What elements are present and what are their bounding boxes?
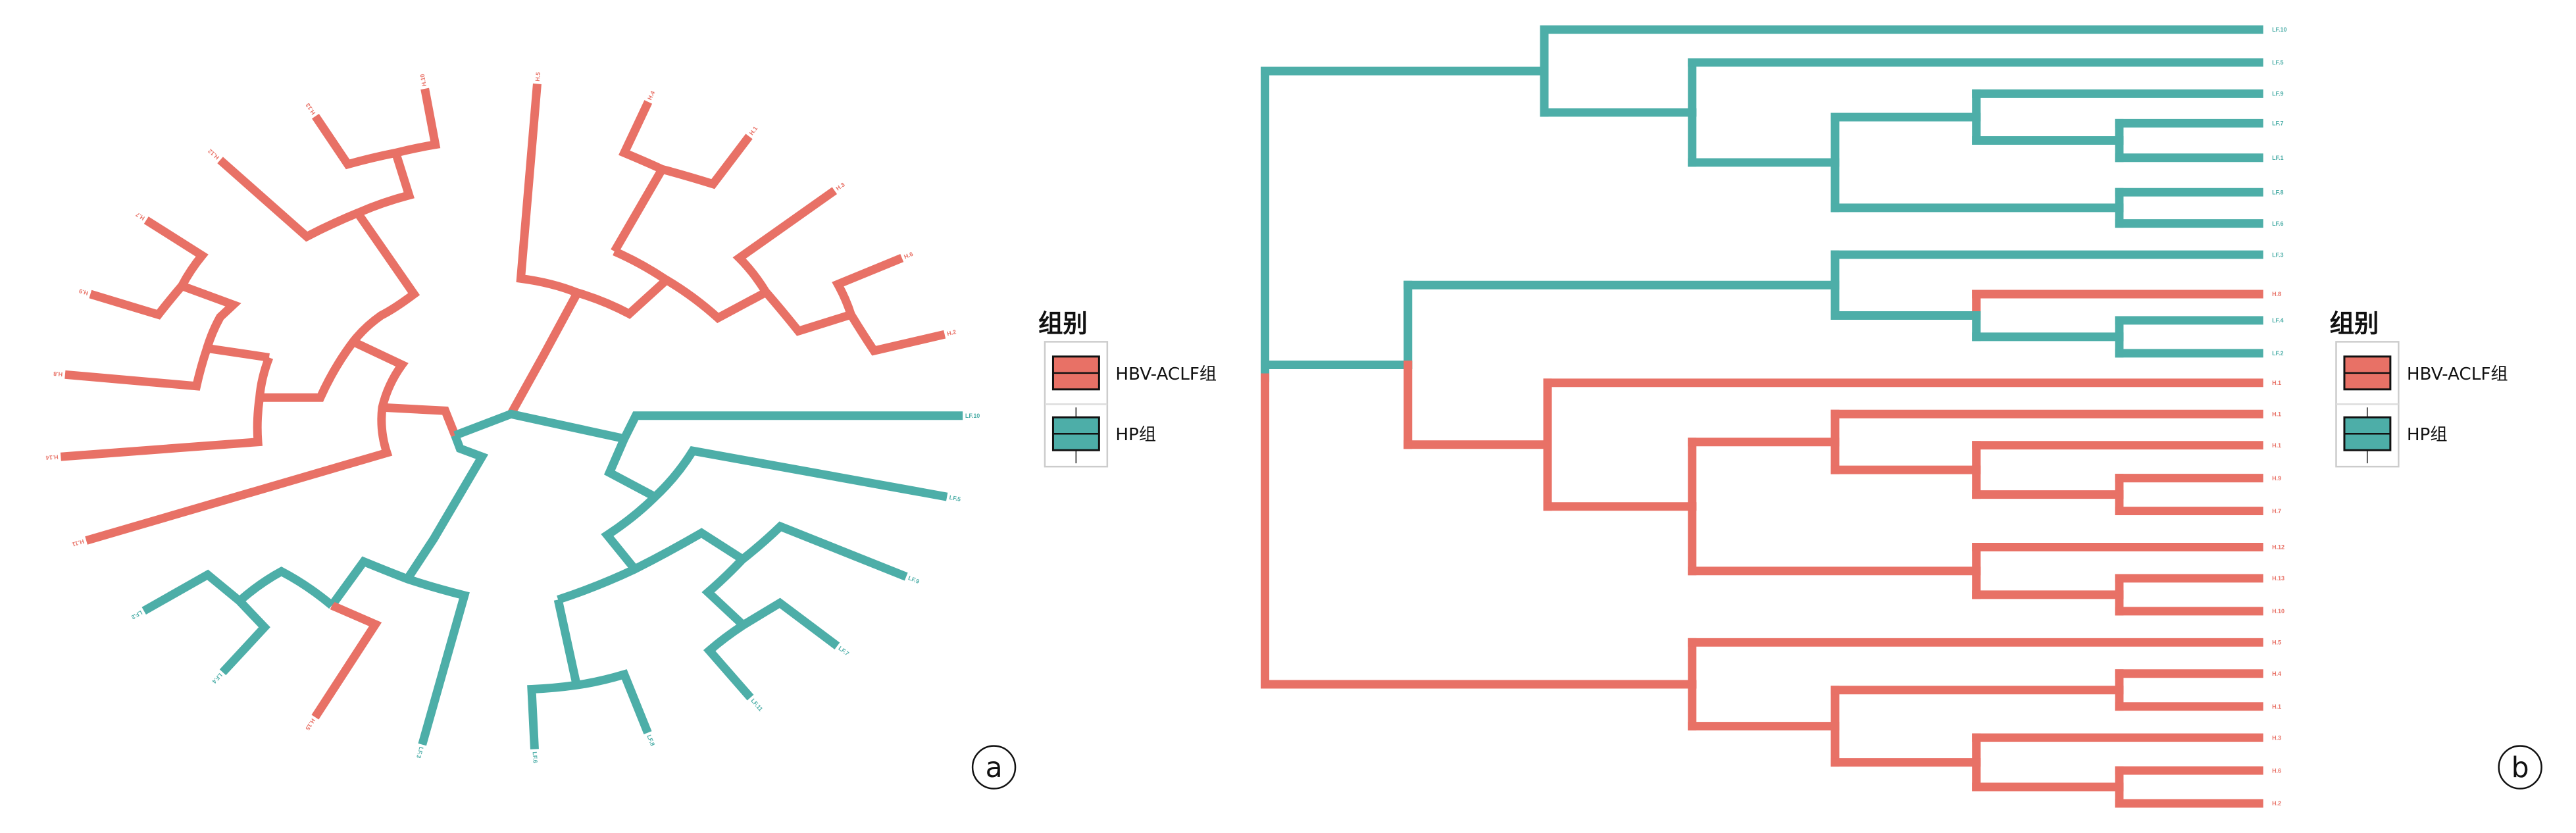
leaf-label: H.6 <box>903 251 914 261</box>
branch <box>180 282 241 350</box>
branch <box>312 88 441 170</box>
leaf-label: H.15 <box>304 717 316 731</box>
legend-title: 组别 <box>1038 309 1088 338</box>
leaf-label: LF.10 <box>965 413 980 419</box>
branch <box>601 446 948 572</box>
leaf-label: H.3 <box>2272 734 2281 741</box>
legend-key-hbv-aclf <box>1051 355 1100 391</box>
leaf-label: H.7 <box>2272 508 2281 515</box>
branch <box>403 434 489 582</box>
branch <box>311 601 382 720</box>
leaf-label: H.4 <box>2272 670 2281 677</box>
legend-a: 组别 HBV-ACLF组 HP组 <box>1038 309 1217 468</box>
leaf-label: H.4 <box>646 90 656 101</box>
leaf-label: H.1 <box>2272 442 2281 449</box>
branch <box>832 254 946 356</box>
branch <box>217 152 415 242</box>
branch <box>603 411 963 501</box>
leaf-label: H.9 <box>2272 475 2281 482</box>
panel-letter-a: a <box>986 752 1003 784</box>
leaf-label: LF.3 <box>415 746 424 759</box>
leaf-label: H.5 <box>534 72 542 82</box>
legend-label-hp: HP组 <box>2407 425 2448 445</box>
leaf-label: H.1 <box>748 125 759 136</box>
leaf-label: LF.1 <box>2272 155 2283 161</box>
branch <box>507 291 581 416</box>
branch <box>382 403 459 438</box>
leaf-label: H.13 <box>305 102 317 116</box>
legend-label-hbv-aclf: HBV-ACLF组 <box>2407 365 2508 384</box>
leaf-label: LF.8 <box>2272 189 2283 195</box>
leaf-label: LF.9 <box>907 574 921 585</box>
leaf-label: H.8 <box>2272 291 2281 297</box>
leaf-label: LF.6 <box>532 751 539 763</box>
leaf-label: LF.9 <box>2272 91 2283 97</box>
leaf-label: LF.3 <box>2272 251 2283 258</box>
panel-b-letter: b <box>2498 745 2542 790</box>
leaf-label: H.10 <box>419 74 428 87</box>
panel-b-dendrogram: LF.10LF.5LF.9LF.7LF.1LF.8LF.6LF.3H.8LF.4… <box>1261 25 2287 808</box>
leaf-label: H.9 <box>78 288 89 297</box>
leaf-label: LF.4 <box>211 672 223 685</box>
legend-key-hp <box>2343 407 2392 464</box>
leaf-label: H.7 <box>135 211 146 222</box>
panel-letter-b: b <box>2512 752 2529 784</box>
branch <box>619 100 753 189</box>
leaf-label: H.1 <box>2272 703 2281 710</box>
branch <box>259 211 420 402</box>
leaf-label: H.3 <box>835 181 846 191</box>
branch <box>328 556 470 746</box>
branch <box>553 599 581 686</box>
branch <box>64 343 270 391</box>
leaf-label: H.1 <box>2272 380 2281 386</box>
branch <box>732 187 853 336</box>
branch <box>60 356 274 461</box>
leaf-label: H.13 <box>2272 575 2285 582</box>
leaf-label: H.10 <box>2272 608 2285 615</box>
leaf-label: H.12 <box>2272 544 2285 551</box>
leaf-label: LF.11 <box>749 697 764 713</box>
leaf-label: LF.2 <box>2272 350 2283 357</box>
leaf-label: H.6 <box>2272 767 2281 774</box>
branch <box>236 567 335 609</box>
leaf-label: LF.10 <box>2272 26 2286 33</box>
legend-key-hbv-aclf <box>2343 355 2392 391</box>
branch <box>89 216 209 320</box>
leaf-label: LF.7 <box>837 645 850 657</box>
legend-label-hbv-aclf: HBV-ACLF组 <box>1115 365 1217 384</box>
branch <box>613 247 768 324</box>
leaf-label: H.8 <box>53 370 63 378</box>
leaf-label: LF.6 <box>2272 220 2283 227</box>
leaf-label: LF.7 <box>2272 120 2283 127</box>
legend-key-hp <box>1051 407 1100 464</box>
leaf-label: H.11 <box>71 538 85 548</box>
branch <box>557 528 745 604</box>
leaf-label: LF.8 <box>645 734 656 747</box>
panel-a-letter: a <box>971 745 1017 790</box>
leaf-label: LF.5 <box>949 494 961 503</box>
leaf-label: H.5 <box>2272 640 2281 646</box>
leaf-label: LF.5 <box>2272 59 2283 66</box>
leaf-label: H.14 <box>45 453 59 461</box>
leaf-label: H.2 <box>2272 800 2281 807</box>
branch <box>701 521 908 628</box>
branch <box>611 166 666 254</box>
leaf-label: LF.4 <box>2272 317 2283 324</box>
leaf-label: H.1 <box>2272 411 2281 418</box>
branch <box>141 569 270 676</box>
legend-b: 组别 HBV-ACLF组 HP组 <box>2329 309 2508 468</box>
branch <box>703 597 840 701</box>
leaf-label: LF.2 <box>130 609 143 620</box>
legend-title: 组别 <box>2329 309 2379 338</box>
legend-label-hp: HP组 <box>1115 425 1156 445</box>
panel-a-radial-dendrogram: H.5 H.4 H.1 H.3 H.6 H.2 H.10 H.13 H.12 H… <box>45 72 1017 790</box>
branch <box>516 83 669 319</box>
leaf-label: H.2 <box>946 328 957 337</box>
leaf-label: H.12 <box>207 147 220 161</box>
branch <box>527 669 652 749</box>
branch <box>453 409 626 443</box>
